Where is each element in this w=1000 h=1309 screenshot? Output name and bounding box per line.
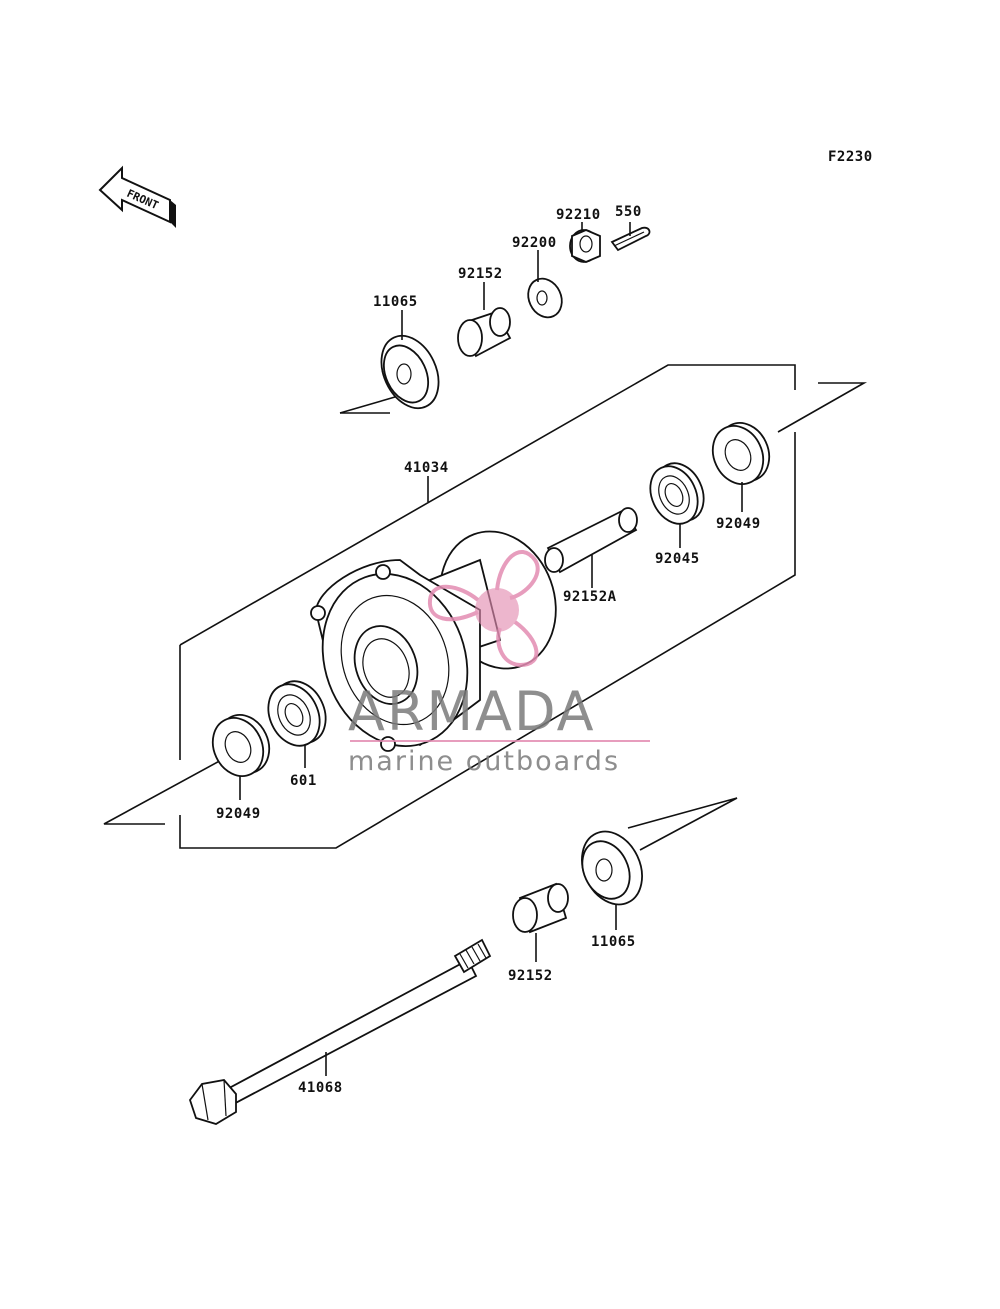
washer-92200 xyxy=(527,250,563,319)
watermark: ARMADA marine outboards xyxy=(348,550,650,777)
label-11065-bottom: 11065 xyxy=(591,934,636,950)
axle-bolt-41068 xyxy=(188,938,492,1125)
hub-group-outline xyxy=(179,364,796,849)
watermark-brand: ARMADA xyxy=(348,680,596,743)
watermark-tagline: marine outboards xyxy=(348,746,620,777)
label-92045: 92045 xyxy=(655,551,700,567)
seal-11065-bottom xyxy=(581,830,643,930)
label-92152-bottom: 92152 xyxy=(508,968,553,984)
lower-axis xyxy=(103,757,738,851)
label-41034: 41034 xyxy=(404,460,449,476)
castle-nut xyxy=(569,222,601,263)
label-11065-top: 11065 xyxy=(373,294,418,310)
label-92152A: 92152A xyxy=(563,589,617,605)
label-92152-top: 92152 xyxy=(458,266,503,282)
label-41068: 41068 xyxy=(298,1080,343,1096)
spacer-92152-top xyxy=(457,282,512,358)
oil-seal-92049-left xyxy=(211,714,271,800)
bearing-92045 xyxy=(649,462,705,548)
spacer-tube-92152A xyxy=(544,507,638,588)
spacer-92152-bottom xyxy=(512,882,569,962)
label-92200: 92200 xyxy=(512,235,557,251)
diagram-code: F2230 xyxy=(828,149,873,165)
propeller-logo-icon xyxy=(427,550,540,668)
front-arrow-icon: FRONT xyxy=(98,165,176,228)
label-92210: 92210 xyxy=(556,207,601,223)
label-550: 550 xyxy=(615,204,642,220)
label-92049-right: 92049 xyxy=(716,516,761,532)
cotter-pin xyxy=(610,222,651,252)
seal-11065-top xyxy=(380,310,440,410)
oil-seal-92049-right xyxy=(711,422,771,512)
label-601: 601 xyxy=(290,773,317,789)
label-92049-left: 92049 xyxy=(216,806,261,822)
bearing-601 xyxy=(267,680,327,768)
